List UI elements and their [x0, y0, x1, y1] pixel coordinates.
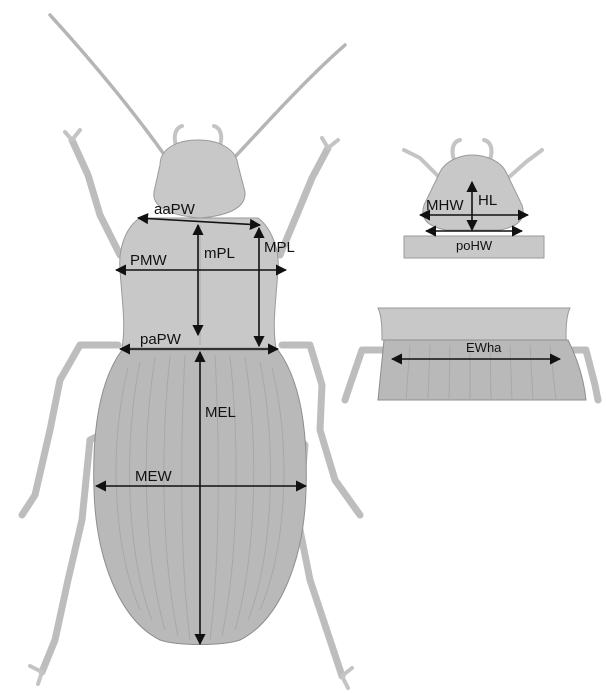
label-EWha: EWha: [466, 340, 502, 355]
label-MPL: MPL: [264, 239, 295, 256]
label-paPW: paPW: [140, 331, 182, 348]
label-aaPW: aaPW: [154, 201, 196, 218]
label-HL: HL: [478, 192, 497, 209]
pronotum: [120, 218, 278, 348]
label-MHW: MHW: [426, 197, 464, 214]
elytra-inset: EWha: [345, 308, 598, 400]
left-antenna: [50, 15, 168, 160]
right-antenna: [232, 45, 345, 160]
beetle-main: [22, 15, 360, 688]
label-mPL: mPL: [204, 245, 235, 262]
elytra-inset-pronotum-base: [378, 308, 570, 340]
label-MEW: MEW: [135, 468, 173, 485]
left-front-leg: [72, 140, 120, 255]
label-MEL: MEL: [205, 404, 236, 421]
head-inset: HL MHW poHW: [404, 140, 544, 258]
head-inset-head: [423, 155, 523, 230]
label-PMW: PMW: [130, 252, 168, 269]
label-poHW: poHW: [456, 238, 493, 253]
